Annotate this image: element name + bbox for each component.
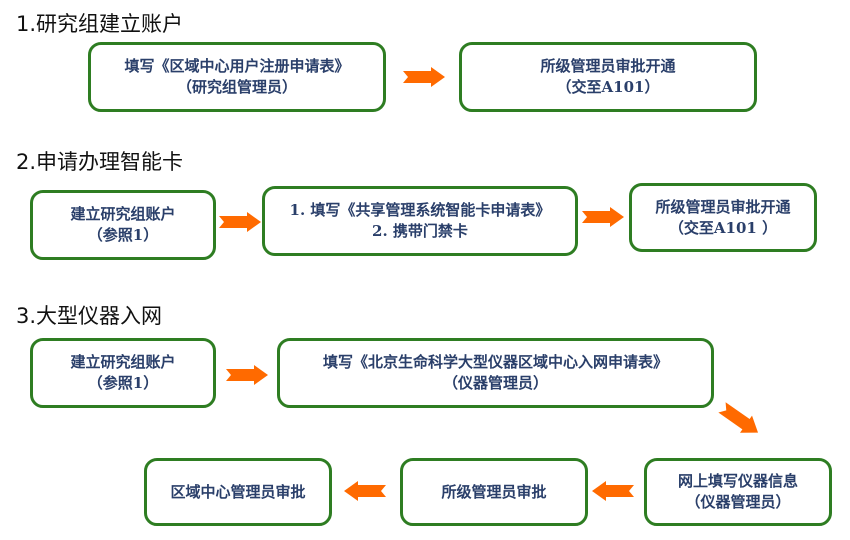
arrow-down-right-icon <box>718 402 759 433</box>
step-line: 建立研究组账户 <box>70 353 176 371</box>
step-line: 所级管理员审批开通 <box>655 197 791 216</box>
step-line: （交至A101 ） <box>668 218 778 237</box>
step-smartcard-form: 1. 填写《共享管理系统智能卡申请表》 2. 携带门禁卡 <box>262 186 578 256</box>
step-line: 2. 携带门禁卡 <box>372 222 468 240</box>
step-institute-approval: 所级管理员审批开通 （交至A101） <box>459 42 757 112</box>
section-2-heading: 2.申请办理智能卡 <box>16 150 184 174</box>
step-line: （研究组管理员） <box>176 78 297 96</box>
step-line: 所级管理员审批 <box>441 482 547 501</box>
step-regional-center-approval: 区域中心管理员审批 <box>144 458 332 526</box>
step-line: 建立研究组账户 <box>70 205 176 223</box>
step-line: 填写《区域中心用户注册申请表》 <box>124 57 350 75</box>
step-line: （参照1） <box>87 226 159 244</box>
arrow-right-icon <box>582 207 624 227</box>
arrow-right-icon <box>403 67 445 87</box>
step-line: 所级管理员审批开通 <box>540 57 676 75</box>
step-line: （仪器管理员） <box>442 374 548 392</box>
step-create-account-3: 建立研究组账户 （参照1） <box>30 338 216 408</box>
step-line: （交至A101） <box>556 78 660 96</box>
step-create-account: 建立研究组账户 （参照1） <box>30 190 216 260</box>
step-line: 网上填写仪器信息 <box>677 472 798 490</box>
arrow-left-icon <box>592 481 634 501</box>
section-1-heading: 1.研究组建立账户 <box>16 12 184 36</box>
step-line: （参照1） <box>87 374 159 392</box>
step-instrument-network-form: 填写《北京生命科学大型仪器区域中心入网申请表》 （仪器管理员） <box>277 338 714 408</box>
step-line: 填写《北京生命科学大型仪器区域中心入网申请表》 <box>322 353 668 371</box>
step-line: （仪器管理员） <box>685 493 791 511</box>
arrow-left-icon <box>344 481 386 501</box>
step-institute-approval-3: 所级管理员审批 <box>400 458 588 526</box>
arrow-right-icon <box>219 212 261 232</box>
step-online-instrument-info: 网上填写仪器信息 （仪器管理员） <box>644 458 832 526</box>
step-register-form: 填写《区域中心用户注册申请表》 （研究组管理员） <box>88 42 386 112</box>
step-institute-approval-2: 所级管理员审批开通 （交至A101 ） <box>629 183 817 252</box>
arrow-right-icon <box>226 365 268 385</box>
step-line: 1. 填写《共享管理系统智能卡申请表》 <box>289 201 551 219</box>
step-line: 区域中心管理员审批 <box>170 482 306 501</box>
section-3-heading: 3.大型仪器入网 <box>16 304 163 328</box>
